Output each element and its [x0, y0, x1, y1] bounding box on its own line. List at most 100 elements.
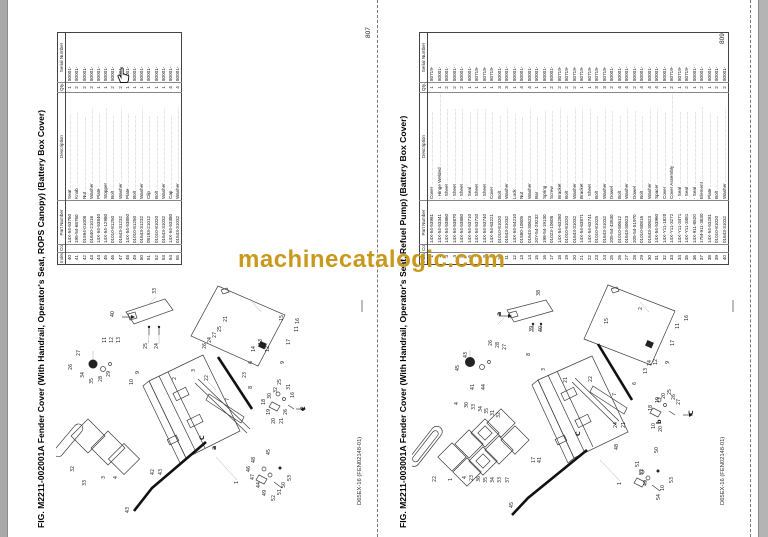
part-callout: 29	[106, 371, 112, 377]
cell: · Hinge Welded	[435, 92, 444, 201]
part-callout: 15	[604, 318, 610, 324]
cell: 24	[600, 252, 609, 265]
cell: Bolt	[615, 92, 624, 201]
cell: 41	[73, 252, 81, 265]
part-callout: 4	[113, 476, 119, 479]
cell: Lock	[510, 92, 519, 201]
part-callout: 33	[82, 480, 88, 486]
cell: 80001-	[609, 66, 615, 81]
cell: 38	[705, 252, 714, 265]
cell	[645, 244, 654, 253]
cell: 01010-81020	[495, 200, 504, 245]
ref-letter: a	[496, 312, 503, 316]
part-callout: 13	[116, 337, 122, 343]
cell: 1	[65, 82, 74, 93]
hand-cursor-icon	[116, 66, 131, 89]
cell: Clip	[145, 92, 153, 201]
cell: Bolt	[563, 92, 571, 201]
cell: 14X-54-53870	[450, 200, 459, 245]
cell: 80001-	[139, 66, 145, 81]
cell: 80001-	[74, 66, 80, 81]
cell	[585, 244, 594, 253]
cell: 80719-	[579, 66, 585, 81]
cell: 01643-31032	[600, 200, 609, 245]
column-header: Serial Number	[419, 32, 428, 83]
part-callout: 21	[621, 422, 627, 428]
cell: · Seal	[690, 92, 699, 201]
cell: 80001-	[624, 66, 630, 81]
cell: Washer	[720, 92, 729, 201]
cell: Bolt	[130, 92, 139, 201]
cell: Bolt	[593, 92, 601, 201]
cell: 01643-30823	[645, 200, 654, 245]
part-callout: 28	[98, 376, 104, 382]
cell	[698, 244, 706, 253]
part-callout: 13	[643, 368, 649, 374]
cell: 01643-31232	[116, 200, 124, 245]
cell: 205-54-51970	[630, 200, 639, 245]
part-callout: 25	[217, 326, 223, 332]
cell: 01643-31232	[138, 200, 146, 245]
part-callout: 23	[469, 475, 475, 481]
part-callout: 26	[488, 340, 494, 346]
cell: 23	[593, 252, 601, 265]
part-callout: 46	[246, 466, 252, 472]
cell: · Sheet	[458, 92, 466, 201]
cell: · Seal	[683, 92, 691, 201]
cell	[683, 244, 691, 253]
part-callout: 21	[563, 377, 569, 383]
part-callout: 48	[251, 457, 257, 463]
cell: 4	[645, 82, 654, 93]
cell: Washer	[138, 92, 146, 201]
cell: 17M-911-3530	[698, 200, 706, 245]
part-callout: 26	[671, 394, 677, 400]
cell: 80001-	[706, 66, 712, 81]
cell: 80001-	[444, 66, 450, 81]
cell: Dowel	[608, 92, 616, 201]
cell: 27	[623, 252, 631, 265]
catalog-page-right[interactable]: FIG. M2211-003001A Fender Cover (With Ha…	[378, 0, 751, 537]
part-callout: 4	[454, 402, 460, 405]
cell: 80001-	[654, 66, 660, 81]
cell: 22	[585, 252, 594, 265]
cell: 47	[116, 252, 124, 265]
cell: 01643-31032	[159, 200, 167, 245]
cell: 01010-80612	[615, 200, 624, 245]
cell: 20Y-54-29232	[533, 200, 541, 245]
cell: 80719-	[669, 66, 675, 81]
cell: 80719-	[489, 66, 495, 81]
cell	[510, 244, 519, 253]
cell: 1	[465, 82, 474, 93]
part-callout: 53	[669, 477, 675, 483]
cell: 16	[540, 252, 549, 265]
cell: 14X-54-53380	[166, 200, 174, 245]
cell: 80001-	[496, 66, 502, 81]
catalog-page-left[interactable]: FIG. M2211-002001A Fender Cover (With Ha…	[8, 0, 378, 537]
cell: 1	[510, 82, 519, 93]
cell: 3	[495, 82, 504, 93]
fig-code-smudge	[732, 300, 734, 312]
part-callout: 52	[271, 495, 277, 501]
part-callout: 9	[135, 371, 141, 374]
cell: 01010-81250	[130, 200, 139, 245]
part-callout: 8	[248, 386, 254, 389]
part-callout: 24	[154, 343, 160, 349]
part-callout: 27	[676, 399, 682, 405]
column-header: Index	[57, 252, 66, 265]
ref-letter: C	[300, 406, 307, 411]
cell: 3	[600, 82, 609, 93]
cell: 80719-	[556, 66, 562, 81]
cell: 14X-54-53281	[705, 200, 714, 245]
viewer-left-edge	[0, 0, 8, 537]
cell: 80719-	[564, 66, 570, 81]
cell: 01010-81025	[593, 200, 601, 245]
part-callout: 1	[234, 481, 240, 484]
cell: 1	[690, 82, 699, 93]
